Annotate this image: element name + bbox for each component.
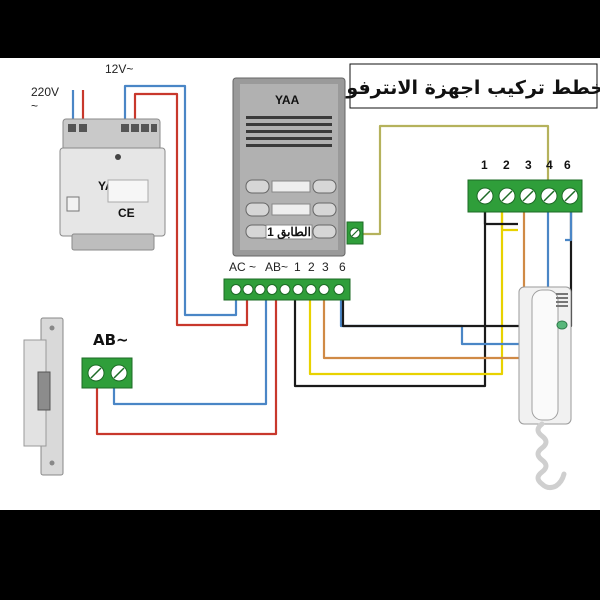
main-terminal-block: AC ~ AB~ 1 2 3 6 [223, 260, 351, 301]
panel-brand: YAA [275, 93, 300, 107]
handset-receiver [531, 289, 559, 421]
intercom-handset [518, 286, 572, 491]
main-terminal-label-3: 3 [322, 260, 329, 274]
handset-terminal-label-2: 2 [503, 158, 510, 172]
call-button-1[interactable] [245, 179, 337, 194]
door-panel: YAA الطابق 1 [232, 77, 364, 257]
handset-earpiece-grill [556, 293, 568, 307]
power-supply: 220V ~ 12V~ YAA CE [31, 62, 166, 251]
handset-terminal-label-1: 1 [481, 158, 488, 172]
wires [71, 84, 573, 436]
door-release-button[interactable] [556, 320, 568, 330]
power-supply-top [62, 118, 161, 152]
wire-term1-black [293, 210, 487, 388]
main-terminal-label-1: 1 [294, 260, 301, 274]
wire-12v-blue [123, 84, 238, 317]
wire-lock-blue [112, 290, 268, 406]
wire-12v-red [133, 92, 249, 327]
label-220v-symbol: ~ [31, 99, 38, 113]
ce-mark: CE [118, 206, 135, 220]
handset-coiled-cord [535, 421, 567, 491]
wire-button-olive [360, 124, 550, 236]
lock-terminal-label: AB~ [93, 331, 129, 349]
title-box: مخطط تركيب اجهزة الانترفون [330, 63, 600, 109]
label-220v: 220V [31, 85, 59, 99]
wire-term6-black [341, 210, 573, 328]
spec-label [107, 179, 149, 203]
label-12v: 12V~ [105, 62, 133, 76]
main-terminal-label-2: 2 [308, 260, 315, 274]
led-indicator [115, 154, 121, 160]
wire-term3-orange [322, 210, 526, 360]
main-terminal-label-ac: AC ~ [229, 260, 256, 274]
power-supply-switch [66, 196, 80, 212]
handset-terminal-label-6: 6 [564, 158, 571, 172]
speaker-grill [246, 116, 332, 147]
floor-label: الطابق 1 [267, 225, 311, 240]
door-panel-face [240, 84, 338, 250]
call-button-2[interactable] [245, 202, 337, 217]
main-terminal-screws [230, 284, 345, 295]
call-button-3[interactable] [245, 224, 337, 240]
main-terminal-label-ab: AB~ [265, 260, 288, 274]
wire-handset-yellow [500, 210, 518, 232]
electric-lock: AB~ [23, 317, 133, 476]
handset-terminal-label-4: 4 [546, 158, 553, 172]
power-supply-input-screws [68, 124, 157, 132]
lock-latch [37, 371, 51, 411]
main-terminal-label-6: 6 [339, 260, 346, 274]
handset-terminal-label-3: 3 [525, 158, 532, 172]
wire-term2-yellow [308, 210, 504, 376]
wire-handset-blue [565, 210, 573, 242]
wire-handset-black [483, 210, 518, 226]
diagram-title: مخطط تركيب اجهزة الانترفون [330, 77, 600, 99]
handset-terminal-block: 1 2 3 4 6 [467, 158, 583, 213]
wire-lock-red [95, 290, 278, 436]
power-supply-bottom [71, 233, 155, 251]
